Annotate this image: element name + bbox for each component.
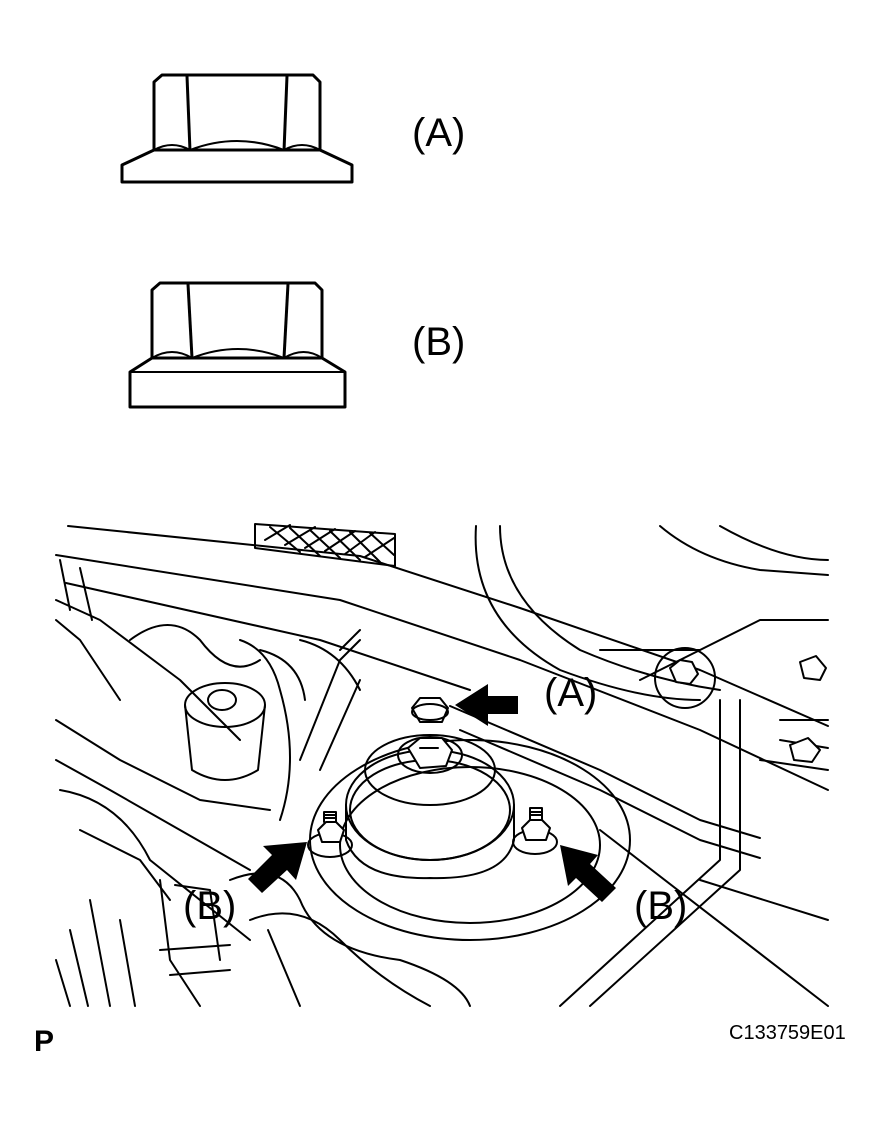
- view-marker: P: [34, 1025, 55, 1058]
- arrow-b-right-icon: [560, 845, 616, 902]
- nut-b-label: (B): [412, 320, 466, 364]
- engine-bay-illustration: [55, 523, 829, 1007]
- figure-code: C133759E01: [729, 1022, 846, 1044]
- nut-a-label: (A): [412, 111, 466, 155]
- callout-a-label: (A): [544, 671, 598, 715]
- callout-b-left-label: (B): [183, 884, 237, 928]
- callout-b-right-label: (B): [634, 884, 688, 928]
- arrow-b-left-icon: [248, 842, 307, 893]
- nut-a-icon: [120, 73, 354, 184]
- arrow-a-icon: [455, 684, 518, 726]
- nut-b-icon: [128, 281, 347, 409]
